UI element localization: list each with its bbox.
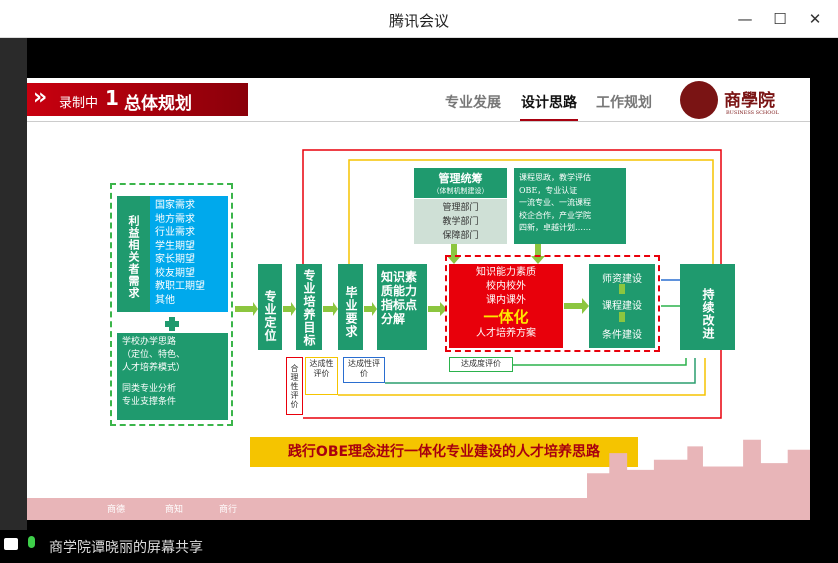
text-line: 同类专业分析 — [122, 384, 177, 394]
plus-icon — [165, 317, 179, 331]
flow-lines — [235, 149, 722, 419]
management-subtitle: （体制机制建设） — [432, 187, 489, 195]
construction-box: 师资建设 课程建设 条件建设 — [589, 264, 655, 348]
achievement-degree-evaluation: 达成度评价 — [449, 357, 513, 372]
tab-design-thinking[interactable]: 设计思路 — [521, 95, 577, 111]
need-item: 学生期望 — [155, 240, 195, 252]
text-line: 专业支撑条件 — [122, 397, 177, 407]
department-item: 教学部门 — [442, 217, 479, 227]
arrow-right-icon — [235, 302, 258, 316]
step-training-goals: 专业培养目标 — [296, 264, 322, 350]
share-status-text: 商学院谭晓丽的屏幕共享 — [49, 540, 203, 556]
stakeholder-group — [110, 183, 233, 426]
shared-slide: » 录制中 1 总体规划 专业发展 设计思路 工作规划 商學院 BUSINESS… — [27, 78, 810, 520]
degree-eval-line — [513, 358, 687, 366]
left-panel-strip — [0, 38, 27, 530]
integration-title: 一体化 — [483, 308, 529, 326]
yellow-eval-line — [338, 358, 706, 396]
need-item: 教职工期望 — [155, 281, 205, 292]
logo-subtext: BUSINESS SCHOOL — [726, 110, 779, 116]
diagram-caption: 践行OBE理念进行一体化专业建设的人才培养思路 — [250, 437, 638, 467]
integrated-training-plan: 知识能力素质 校内校外 课内课外 一体化 人才培养方案 — [449, 264, 563, 348]
knowledge-decomposition: 知识素质能力指标点分解 — [377, 264, 427, 350]
logo-text: 商學院 — [724, 91, 775, 111]
green-eval-line — [385, 358, 696, 384]
school-thinking-box: 学校办学思路 （定位、特色、 人才培养模式） 同类专业分析 专业支撑条件 — [117, 333, 228, 420]
rationality-evaluation: 合理性评价 — [286, 357, 303, 415]
department-item: 管理部门 — [442, 203, 479, 213]
integration-group — [445, 255, 660, 352]
logo-emblem-icon — [680, 81, 718, 119]
need-item: 国家需求 — [155, 200, 195, 211]
footer-text: 商知 — [165, 505, 184, 515]
arrow-right-icon — [323, 302, 338, 316]
arrow-right-icon — [283, 302, 296, 316]
footer-text: 商德 — [107, 505, 126, 515]
text-line: 人才培养模式） — [122, 363, 186, 373]
arrow-down-icon — [531, 244, 545, 264]
slide-footer-strip: 商德 商知 商行 — [27, 498, 810, 520]
stakeholder-label: 利益相关者需求 — [117, 196, 150, 312]
text-line: 课内课外 — [486, 295, 526, 306]
minimize-button[interactable]: — — [737, 10, 753, 28]
management-box: 管理统筹 （体制机制建设） — [414, 168, 507, 198]
need-item: 行业需求 — [155, 227, 195, 238]
header-divider — [27, 121, 810, 122]
continuous-improvement: 持续改进 — [680, 264, 735, 350]
tab-major-development[interactable]: 专业发展 — [445, 95, 501, 111]
step-positioning: 专业定位 — [258, 264, 282, 350]
facility-construction: 条件建设 — [602, 330, 642, 341]
text-line: 学校办学思路 — [122, 337, 177, 347]
need-item: 校友期望 — [155, 267, 195, 279]
section-number: 1 — [105, 86, 119, 110]
initiative-item: OBE，专业认证 — [519, 185, 578, 195]
initiative-item: 课程思政，教学评估 — [519, 173, 591, 182]
tab-work-plan[interactable]: 工作规划 — [596, 95, 652, 111]
section-banner: » 录制中 1 总体规划 — [27, 83, 248, 116]
faculty-construction: 师资建设 — [602, 274, 642, 285]
yellow-feedback-line — [348, 159, 714, 264]
chevron-icon: » — [33, 85, 48, 110]
microphone-icon — [28, 536, 35, 548]
text-line: （定位、特色、 — [122, 350, 186, 360]
initiative-item: 一流专业、一流课程 — [519, 198, 591, 207]
department-item: 保障部门 — [442, 231, 479, 241]
achievement-evaluation-1: 达成性评价 — [305, 357, 338, 395]
management-title: 管理统筹 — [438, 172, 483, 185]
initiative-item: 四新，卓越计划…… — [519, 223, 591, 232]
course-construction: 课程建设 — [602, 301, 642, 312]
departments-box: 管理部门 教学部门 保障部门 — [414, 199, 507, 244]
recording-label: 录制中 — [59, 96, 99, 111]
arrow-right-icon — [364, 302, 377, 316]
initiatives-box: 课程思政，教学评估 OBE，专业认证 一流专业、一流课程 校企合作，产业学院 四… — [514, 168, 626, 244]
arrow-up-icon — [619, 312, 625, 322]
section-title: 总体规划 — [124, 94, 192, 114]
title-bar: 腾讯会议 — ☐ ✕ — [0, 0, 838, 38]
screen-share-icon — [4, 538, 18, 550]
footer-text: 商行 — [219, 505, 238, 515]
text-line: 校内校外 — [486, 281, 526, 292]
close-button[interactable]: ✕ — [808, 10, 822, 28]
step-graduation-requirements: 毕业要求 — [338, 264, 363, 350]
arrow-down-icon — [447, 244, 461, 264]
need-item: 地方需求 — [155, 213, 195, 225]
achievement-evaluation-2: 达成性评价 — [343, 357, 385, 383]
active-tab-underline — [520, 119, 578, 122]
initiative-item: 校企合作，产业学院 — [519, 210, 591, 220]
maximize-button[interactable]: ☐ — [773, 10, 787, 28]
arrow-down-icon — [619, 284, 625, 294]
need-item: 家长期望 — [155, 254, 195, 265]
need-item: 其他 — [155, 294, 175, 306]
text-line: 人才培养方案 — [476, 328, 536, 339]
arrow-right-icon — [564, 298, 589, 314]
arrow-right-icon — [428, 302, 447, 316]
red-feedback-line — [302, 149, 722, 419]
text-line: 知识能力素质 — [476, 267, 536, 278]
status-bar: 商学院谭晓丽的屏幕共享 — [0, 530, 838, 563]
window-title: 腾讯会议 — [388, 12, 449, 30]
needs-list: 国家需求 地方需求 行业需求 学生期望 家长期望 校友期望 教职工期望 其他 — [150, 196, 228, 312]
